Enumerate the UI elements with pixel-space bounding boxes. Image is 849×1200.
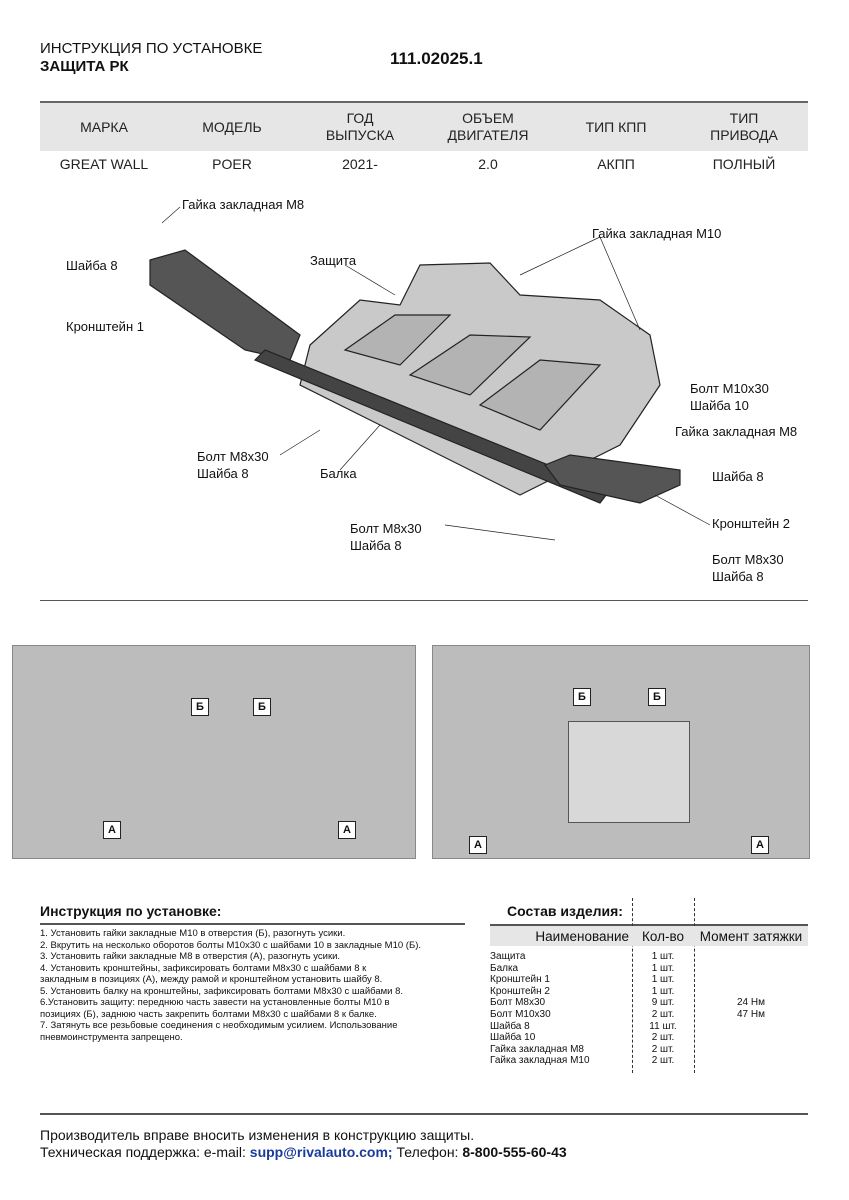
spec-table-header <box>40 101 808 151</box>
exploded-diagram <box>149 206 711 541</box>
composition-cell: Болт М10х30 <box>490 1009 551 1020</box>
instructions-title: Инструкция по установке: <box>40 903 222 919</box>
composition-cell: 2 шт. <box>651 1043 675 1055</box>
composition-cell: Гайка закладная М10 <box>490 1055 590 1067</box>
label-nut-m8-right: Гайка закладная М8 <box>675 424 798 439</box>
label-washer8-right: Шайба 8 <box>712 469 764 484</box>
bracket1-part <box>149 249 301 361</box>
label-bolt-right: Болт М8х30 Шайба 8 <box>712 552 784 584</box>
composition-cell: 1 шт. <box>651 985 675 997</box>
divider <box>40 1113 808 1115</box>
email-link[interactable]: supp@rivalauto.com; <box>249 1144 393 1160</box>
instructions-steps: 1. Установить гайки закладные М10 в отве… <box>40 928 422 1043</box>
composition-cell: Шайба 8 <box>490 1020 530 1032</box>
composition-header: Кол-во <box>642 929 684 944</box>
divider <box>490 924 808 926</box>
label-bracket1: Кронштейн 1 <box>66 319 144 334</box>
composition-cell: 1 шт. <box>651 974 675 986</box>
composition-cell: Гайка закладная М8 <box>490 1043 584 1055</box>
composition-cell: Болт М8х30 <box>490 997 546 1009</box>
label-washer8-left: Шайба 8 <box>66 258 118 273</box>
divider <box>40 923 465 925</box>
label-bracket2: Кронштейн 2 <box>712 516 790 531</box>
marker-a: А <box>469 836 487 854</box>
photo-after: Б Б А А <box>432 645 810 859</box>
composition-cell: Кронштейн 2 <box>490 985 550 997</box>
spec-header: МАРКА <box>80 119 128 135</box>
composition-cell: 2 шт. <box>651 1032 675 1044</box>
composition-header: Момент затяжки <box>699 929 803 944</box>
marker-b: Б <box>191 698 209 716</box>
photo-before: Б Б А А <box>12 645 416 859</box>
marker-b: Б <box>648 688 666 706</box>
marker-b: Б <box>253 698 271 716</box>
composition-cell: 9 шт. <box>651 997 675 1009</box>
composition-header: Наименование <box>535 929 629 944</box>
composition-cell: 47 Нм <box>737 1009 765 1020</box>
product-title: ЗАЩИТА РК <box>40 58 129 75</box>
label-nut-m8-top: Гайка закладная М8 <box>182 197 305 212</box>
marker-a: А <box>751 836 769 854</box>
phone-label: Телефон: <box>392 1144 463 1160</box>
support-line: Техническая поддержка: e-mail: supp@riva… <box>40 1144 567 1160</box>
composition-cell: 1 шт. <box>651 951 675 962</box>
label-guard: Защита <box>310 253 357 268</box>
bracket2-part <box>544 454 681 504</box>
spec-header: ГОД ВЫПУСКА <box>325 110 395 143</box>
spec-value: 2.0 <box>478 156 498 172</box>
divider <box>40 600 808 601</box>
composition-cell: 11 шт. <box>649 1020 677 1032</box>
footer-note: Производитель вправе вносить изменения в… <box>40 1127 475 1143</box>
spec-header: МОДЕЛЬ <box>202 119 262 135</box>
composition-cell: Шайба 10 <box>490 1032 536 1044</box>
label-bolt-left: Болт М8х30 Шайба 8 <box>197 449 269 481</box>
support-label: Техническая поддержка: e-mail: <box>40 1144 250 1160</box>
spec-value: 2021- <box>342 156 378 172</box>
composition-cell: 1 шт. <box>651 962 675 974</box>
composition-cell: Кронштейн 1 <box>490 974 550 986</box>
divider <box>632 898 633 1073</box>
composition-header-bg <box>490 926 808 946</box>
doc-title: ИНСТРУКЦИЯ ПО УСТАНОВКЕ <box>40 40 263 57</box>
composition-title: Состав изделия: <box>507 903 623 919</box>
composition-cell: Защита <box>490 951 526 962</box>
phone-number: 8-800-555-60-43 <box>462 1144 567 1160</box>
composition-cell: 2 шт. <box>651 1009 675 1020</box>
label-bolt-m10: Болт М10х30 Шайба 10 <box>690 381 769 413</box>
spec-value: ПОЛНЫЙ <box>712 156 776 172</box>
label-nut-m10: Гайка закладная М10 <box>592 226 722 241</box>
label-beam: Балка <box>320 466 357 481</box>
label-bolt-center: Болт М8х30 Шайба 8 <box>350 521 422 553</box>
spec-value: GREAT WALL <box>59 156 149 172</box>
marker-a: А <box>103 821 121 839</box>
marker-b: Б <box>573 688 591 706</box>
divider <box>694 898 695 1073</box>
spec-header: ТИП ПРИВОДА <box>710 110 778 143</box>
composition-cell: 24 Нм <box>737 997 765 1009</box>
spec-value: АКПП <box>597 156 635 172</box>
article-number: 111.02025.1 <box>390 49 483 68</box>
spec-header: ТИП КПП <box>585 119 647 135</box>
spec-header: ОБЪЕМ ДВИГАТЕЛЯ <box>447 110 529 143</box>
composition-cell: Балка <box>490 962 519 974</box>
marker-a: А <box>338 821 356 839</box>
installed-guard <box>568 721 690 823</box>
composition-cell: 2 шт. <box>651 1055 675 1067</box>
spec-value: POER <box>212 156 252 172</box>
